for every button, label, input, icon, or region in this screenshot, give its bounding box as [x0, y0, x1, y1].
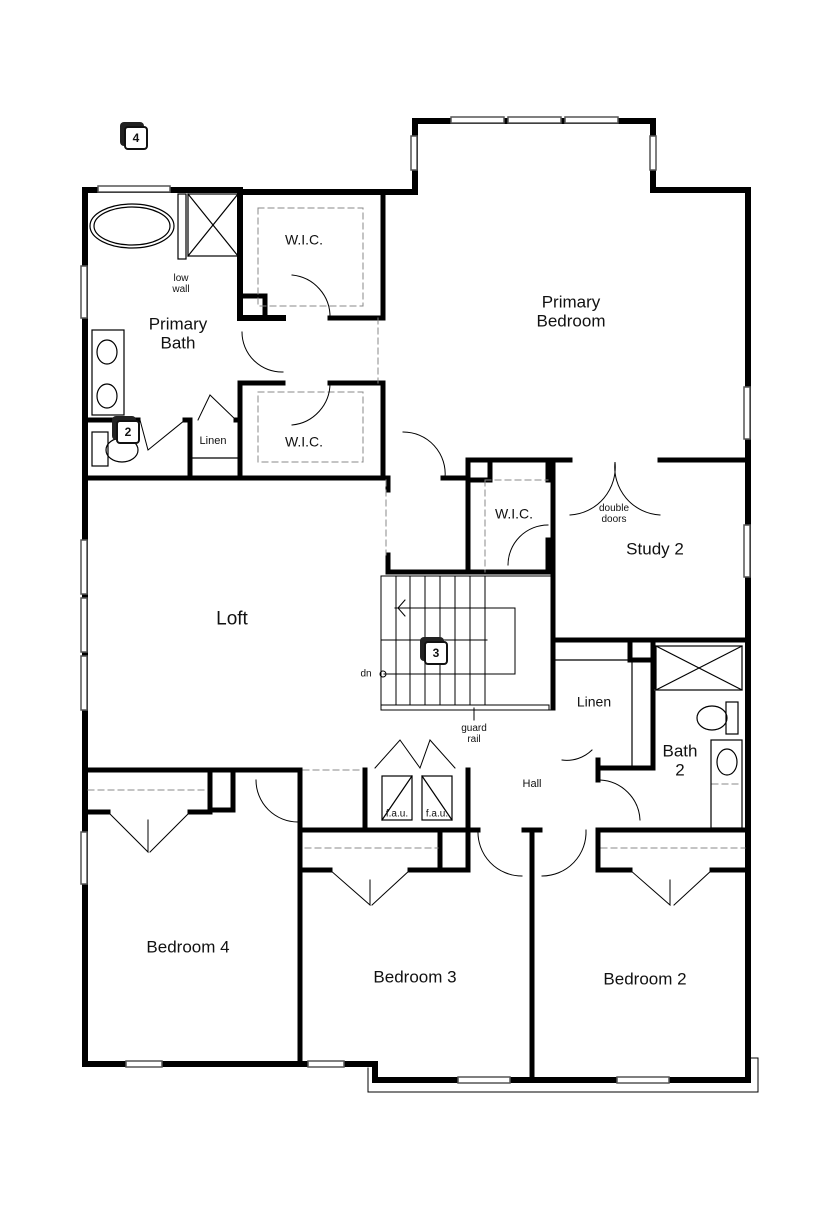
room-primary-bedroom: Primary Bedroom: [536, 292, 606, 330]
annotation-guard-rail: guard rail: [461, 723, 487, 745]
room-loft: Loft: [216, 608, 248, 630]
room-wic-bottom: W.I.C.: [284, 433, 324, 450]
annotation-dn: dn: [360, 668, 372, 680]
room-primary-bath: Primary Bath: [148, 314, 208, 352]
room-wic-study: W.I.C.: [494, 505, 534, 522]
annotation-double-doors: double doors: [598, 503, 630, 525]
annotation-fau-2: f.a.u.: [425, 808, 449, 820]
room-study-2: Study 2: [626, 539, 684, 559]
room-wic-top: W.I.C.: [284, 231, 324, 248]
room-bedroom-3: Bedroom 3: [373, 967, 457, 987]
interior-walls: [82, 189, 751, 1083]
room-bedroom-4: Bedroom 4: [146, 937, 230, 957]
fixtures: [89, 193, 743, 829]
annotation-fau-1: f.a.u.: [385, 808, 409, 820]
annotation-low-wall: low wall: [172, 273, 190, 295]
marker-3[interactable]: 3: [424, 641, 448, 665]
room-linen-primary: Linen: [199, 434, 227, 447]
room-bath-2: Bath 2: [662, 741, 698, 779]
room-hall: Hall: [522, 777, 542, 790]
exterior-walls: [82, 118, 751, 1083]
room-bedroom-2: Bedroom 2: [603, 969, 687, 989]
room-linen-hall: Linen: [576, 693, 612, 710]
marker-2[interactable]: 2: [116, 420, 140, 444]
stairs: [379, 575, 552, 721]
windows: [80, 116, 751, 1084]
door-swings: [107, 274, 713, 907]
closet-shelves: [87, 207, 746, 849]
marker-4[interactable]: 4: [124, 126, 148, 150]
